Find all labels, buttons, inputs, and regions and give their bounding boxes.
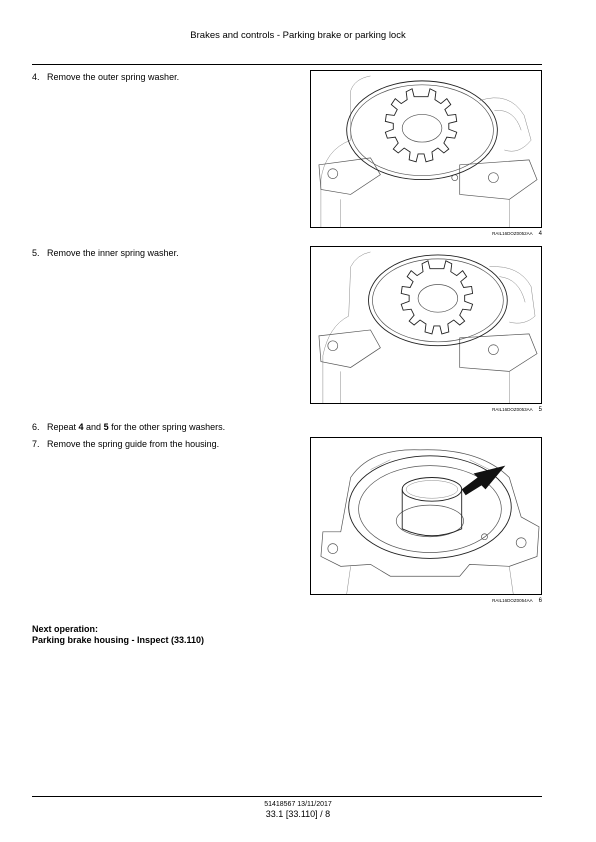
step-4: 4. Remove the outer spring washer. <box>32 72 179 83</box>
figure-4-caption: RAIL16DOZ0052AA 4 <box>310 231 542 237</box>
step-text-pre: Repeat <box>47 422 79 432</box>
step-number: 4. <box>32 72 40 82</box>
next-operation-label: Next operation: <box>32 624 99 634</box>
footer-doc-id: 51418567 13/11/2017 <box>264 801 332 808</box>
step-number: 7. <box>32 439 40 449</box>
figure-number: 5 <box>538 407 542 413</box>
figure-code: RAIL16DOZ0054AA <box>492 598 533 603</box>
step-6: 6. Repeat 4 and 5 for the other spring wa… <box>32 422 225 433</box>
page-footer: 51418567 13/11/2017 33.1 [33.110] / 8 <box>0 800 596 820</box>
figure-6-caption: RAIL16DOZ0054AA 6 <box>310 598 542 604</box>
next-operation-link[interactable]: Parking brake housing - Inspect (33.110) <box>32 635 205 645</box>
figure-6-illustration <box>310 437 542 595</box>
step-text: Remove the inner spring washer. <box>47 248 179 258</box>
step-number: 6. <box>32 422 40 432</box>
next-operation: Next operation: Parking brake housing - … <box>32 624 204 646</box>
footer-page-ref: 33.1 [33.110] / 8 <box>265 809 331 819</box>
page-header-title: Brakes and controls - Parking brake or p… <box>190 30 406 41</box>
step-text-mid: and <box>83 422 104 432</box>
figure-number: 6 <box>538 598 542 604</box>
step-text: Remove the outer spring washer. <box>47 72 180 82</box>
figure-5-illustration <box>310 246 542 404</box>
step-number: 5. <box>32 248 40 258</box>
step-7: 7. Remove the spring guide from the housi… <box>32 439 219 450</box>
figure-5-caption: RAIL16DOZ0053AA 5 <box>310 407 542 413</box>
step-ref-4: 4 <box>78 422 84 432</box>
figure-code: RAIL16DOZ0053AA <box>492 407 533 412</box>
step-ref-5: 5 <box>103 422 109 432</box>
step-text-post: for the other spring washers. <box>108 422 226 432</box>
step-5: 5. Remove the inner spring washer. <box>32 248 179 259</box>
figure-4-illustration <box>310 70 542 228</box>
figure-number: 4 <box>538 231 542 237</box>
step-text: Remove the spring guide from the housing… <box>47 439 220 449</box>
header-rule <box>32 64 542 65</box>
footer-rule <box>32 796 542 797</box>
figure-code: RAIL16DOZ0052AA <box>492 231 533 236</box>
